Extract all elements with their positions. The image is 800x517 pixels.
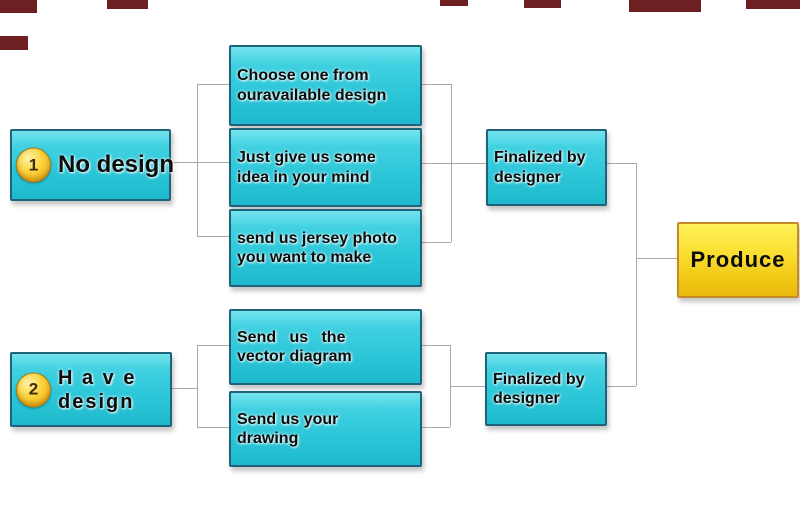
- node-label: Produce: [690, 247, 786, 272]
- connector-line: [418, 427, 450, 428]
- connector-line: [168, 388, 197, 389]
- image-fragment: [0, 36, 28, 50]
- connector-line: [197, 84, 198, 236]
- connector-line: [197, 345, 198, 427]
- connector-line: [418, 242, 451, 243]
- node-label: Finalized by designer: [493, 370, 585, 407]
- node-no-design: 1 No design: [10, 129, 174, 201]
- node-label: Finalized by designer: [494, 149, 586, 186]
- node-have-design: 2 H a v e design: [10, 352, 172, 427]
- image-fragment: [524, 0, 561, 8]
- connector-line: [168, 162, 229, 163]
- connector-line: [418, 84, 451, 85]
- image-fragment: [0, 0, 37, 13]
- node-label: Just give us some idea in your mind: [237, 149, 376, 186]
- connector-line: [197, 236, 229, 237]
- connector-line: [636, 163, 637, 386]
- node-label: Choose one from ouravailable design: [237, 67, 387, 104]
- node-finalized-bottom: Finalized by designer: [485, 352, 607, 426]
- step-1-badge: 1: [16, 147, 51, 183]
- connector-line: [451, 84, 452, 242]
- node-give-idea: Just give us some idea in your mind: [229, 128, 422, 207]
- node-label: send us jersey photo you want to make: [237, 229, 398, 266]
- connector-line: [197, 345, 229, 346]
- image-fragment: [440, 0, 468, 6]
- node-label: No design: [58, 150, 175, 178]
- node-label: Send us your drawing: [237, 410, 339, 447]
- image-fragment: [629, 0, 701, 12]
- node-produce: Produce: [677, 222, 799, 298]
- node-vector-diagram: Send us the vector diagram: [229, 309, 422, 385]
- step-2-badge: 2: [16, 372, 51, 407]
- connector-line: [636, 258, 677, 259]
- connector-line: [418, 163, 486, 164]
- node-finalized-top: Finalized by designer: [486, 129, 607, 206]
- connector-line: [603, 386, 636, 387]
- node-send-drawing: Send us your drawing: [229, 391, 422, 467]
- image-fragment: [746, 0, 800, 9]
- node-label: Send us the vector diagram: [237, 328, 352, 365]
- connector-line: [197, 427, 229, 428]
- node-choose-design: Choose one from ouravailable design: [229, 45, 422, 126]
- node-send-jersey-photo: send us jersey photo you want to make: [229, 209, 422, 287]
- connector-line: [418, 345, 450, 346]
- connector-line: [603, 163, 636, 164]
- connector-line: [197, 84, 229, 85]
- connector-line: [450, 386, 485, 387]
- node-label: H a v e design: [58, 366, 137, 413]
- image-fragment: [107, 0, 148, 9]
